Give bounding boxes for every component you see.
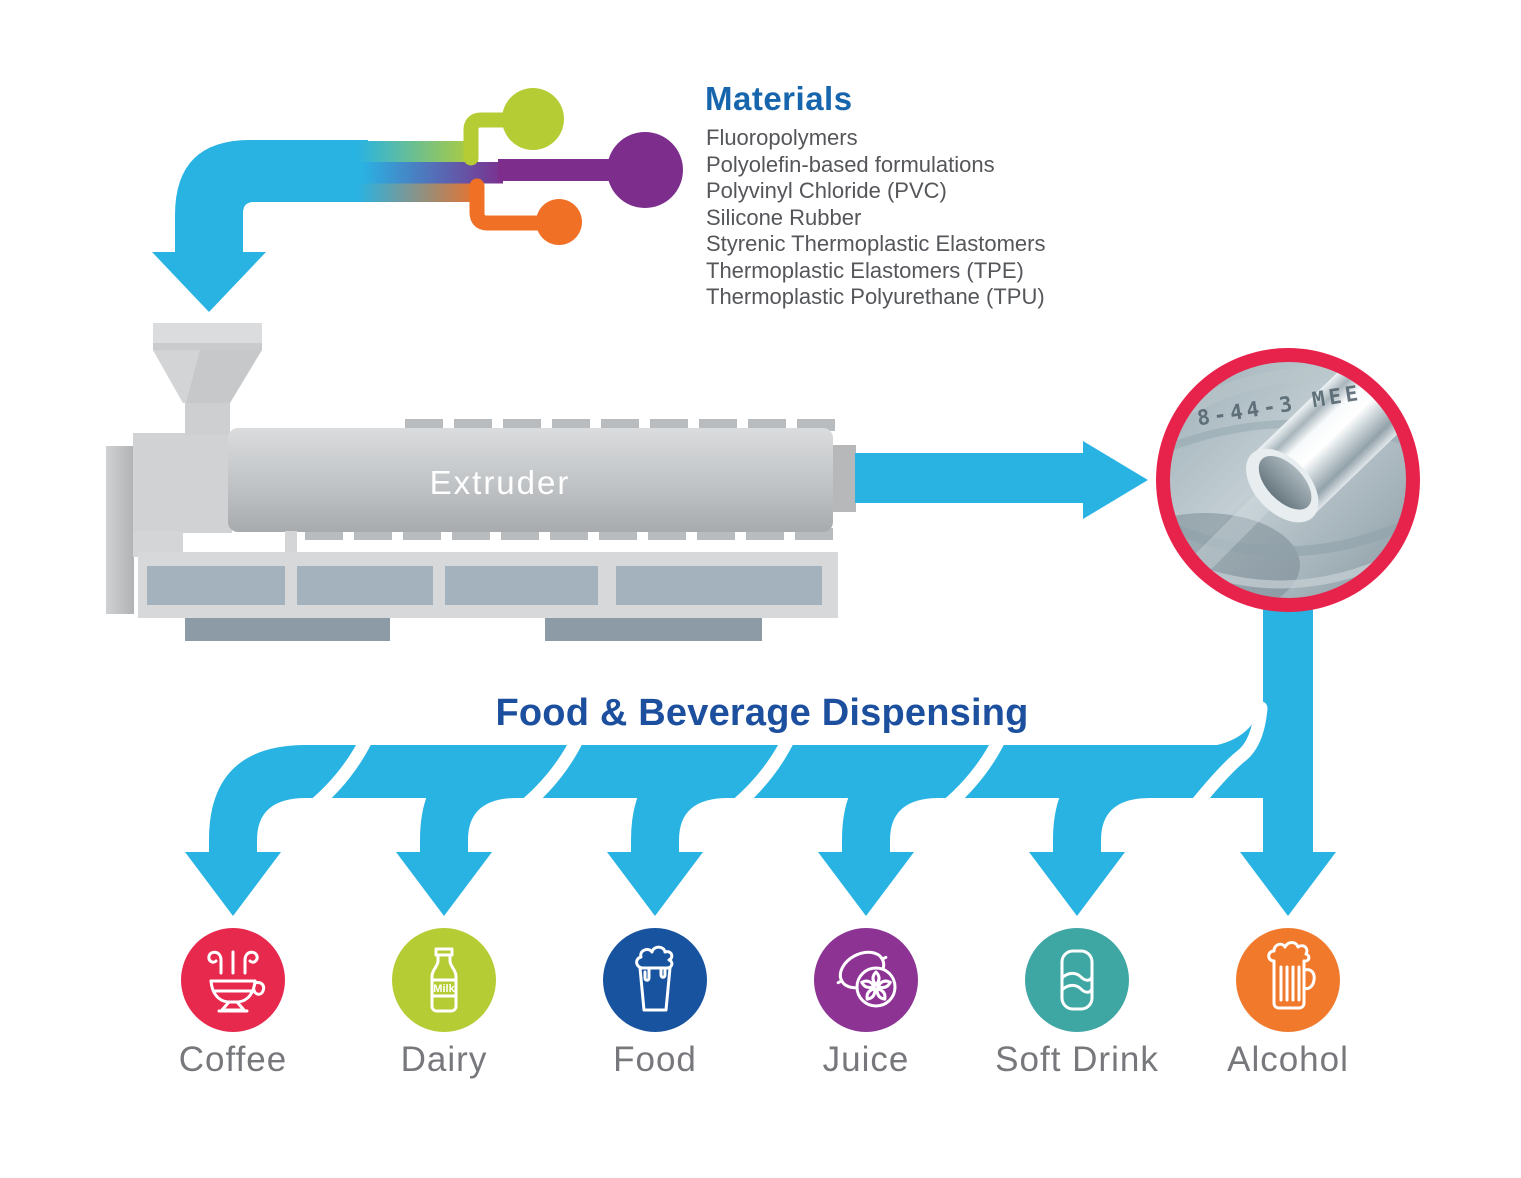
category-juice: Juice	[746, 928, 986, 1080]
separator-slash	[721, 729, 797, 819]
extruder-barrel	[228, 428, 833, 532]
extruder-gearbox	[133, 433, 232, 533]
category-food: Food	[535, 928, 775, 1080]
separator-slash-junction	[1183, 701, 1268, 819]
material-item: Polyvinyl Chloride (PVC)	[706, 178, 947, 203]
lime-node-connector	[463, 112, 514, 166]
branch-arrowheads	[185, 844, 1336, 916]
lemon-slice-icon	[814, 928, 918, 1032]
material-item: Styrenic Thermoplastic Elastomers	[706, 231, 1046, 256]
softdrink-arrow-icon	[1029, 844, 1125, 916]
separator-slash	[299, 729, 375, 819]
extruder-machine	[106, 323, 856, 641]
coffee-cup-icon	[181, 928, 285, 1032]
alcohol-arrow-icon	[1240, 844, 1336, 916]
category-label: Food	[613, 1040, 697, 1079]
orange-node-connector	[469, 178, 546, 231]
base-panels	[147, 566, 822, 605]
separator-slash	[932, 729, 1008, 819]
soda-can-icon	[1025, 928, 1129, 1032]
branch-elbows	[209, 745, 1150, 848]
juice-branch-elbow	[842, 745, 939, 848]
frame-post	[285, 531, 297, 557]
material-item: Silicone Rubber	[706, 204, 862, 230]
hopper-neck	[185, 403, 230, 435]
extruder-label: Extruder	[429, 464, 571, 501]
juice-arrow-icon	[818, 844, 914, 916]
tubing-photo: 8-44-3 MEE	[1156, 348, 1420, 612]
material-node-purple	[607, 132, 683, 208]
materials-list: Fluoropolymers Polyolefin-based formulat…	[706, 125, 1046, 311]
coffee-arrow-icon	[185, 844, 281, 916]
food-circle	[603, 928, 707, 1032]
clear-tube	[1246, 361, 1407, 523]
manifold-separators	[299, 701, 1268, 819]
extruder-nozzle	[833, 445, 856, 512]
dessert-cup-icon	[603, 928, 707, 1032]
category-dairy: Milk Dairy	[324, 928, 564, 1080]
material-node-lime	[502, 88, 564, 150]
feed-blend-lime	[335, 141, 478, 162]
material-item: Thermoplastic Elastomers (TPE)	[706, 257, 1024, 283]
base-feet	[185, 618, 762, 641]
material-item: Polyolefin-based formulations	[706, 151, 995, 177]
extruder-motor-block	[106, 446, 134, 614]
category-label: Soft Drink	[995, 1040, 1159, 1079]
material-node-orange	[536, 199, 582, 245]
softdrink-circle	[1025, 928, 1129, 1032]
food-branch-elbow	[631, 745, 728, 848]
milk-bottle-icon: Milk	[392, 928, 496, 1032]
category-label: Dairy	[400, 1040, 488, 1079]
separator-slash	[510, 729, 586, 819]
coffee-branch-elbow	[209, 745, 306, 848]
category-label: Coffee	[178, 1040, 288, 1079]
photo-ring	[1156, 348, 1420, 612]
dairy-branch-elbow	[420, 745, 517, 848]
hopper-funnel-highlight	[153, 350, 200, 403]
materials-feed-arrow	[152, 88, 683, 312]
material-item: Fluoropolymers	[706, 125, 858, 150]
material-item: Thermoplastic Polyurethane (TPU)	[706, 284, 1045, 309]
category-alcohol: Alcohol	[1168, 928, 1408, 1080]
feed-arrow-down-icon	[152, 140, 368, 312]
feed-blend-orange	[335, 183, 480, 202]
category-soft-drink: Soft Drink	[957, 928, 1197, 1080]
softdrink-branch-elbow	[1053, 745, 1150, 848]
dairy-arrow-icon	[396, 844, 492, 916]
materials-title: Materials	[705, 80, 853, 117]
category-label: Juice	[822, 1040, 910, 1079]
tubing-down-pipe	[1263, 588, 1313, 852]
category-coffee: Coffee	[113, 928, 353, 1080]
milk-bottle-text: Milk	[433, 983, 455, 995]
beer-mug-icon	[1236, 928, 1340, 1032]
hopper-top-shade	[153, 343, 262, 350]
category-label: Alcohol	[1227, 1040, 1349, 1079]
extruder-output-arrow-icon	[855, 441, 1148, 519]
feed-blend-purple	[335, 162, 503, 184]
food-arrow-icon	[607, 844, 703, 916]
dispensing-manifold	[185, 588, 1336, 916]
dispensing-title: Food & Beverage Dispensing	[495, 692, 1029, 734]
